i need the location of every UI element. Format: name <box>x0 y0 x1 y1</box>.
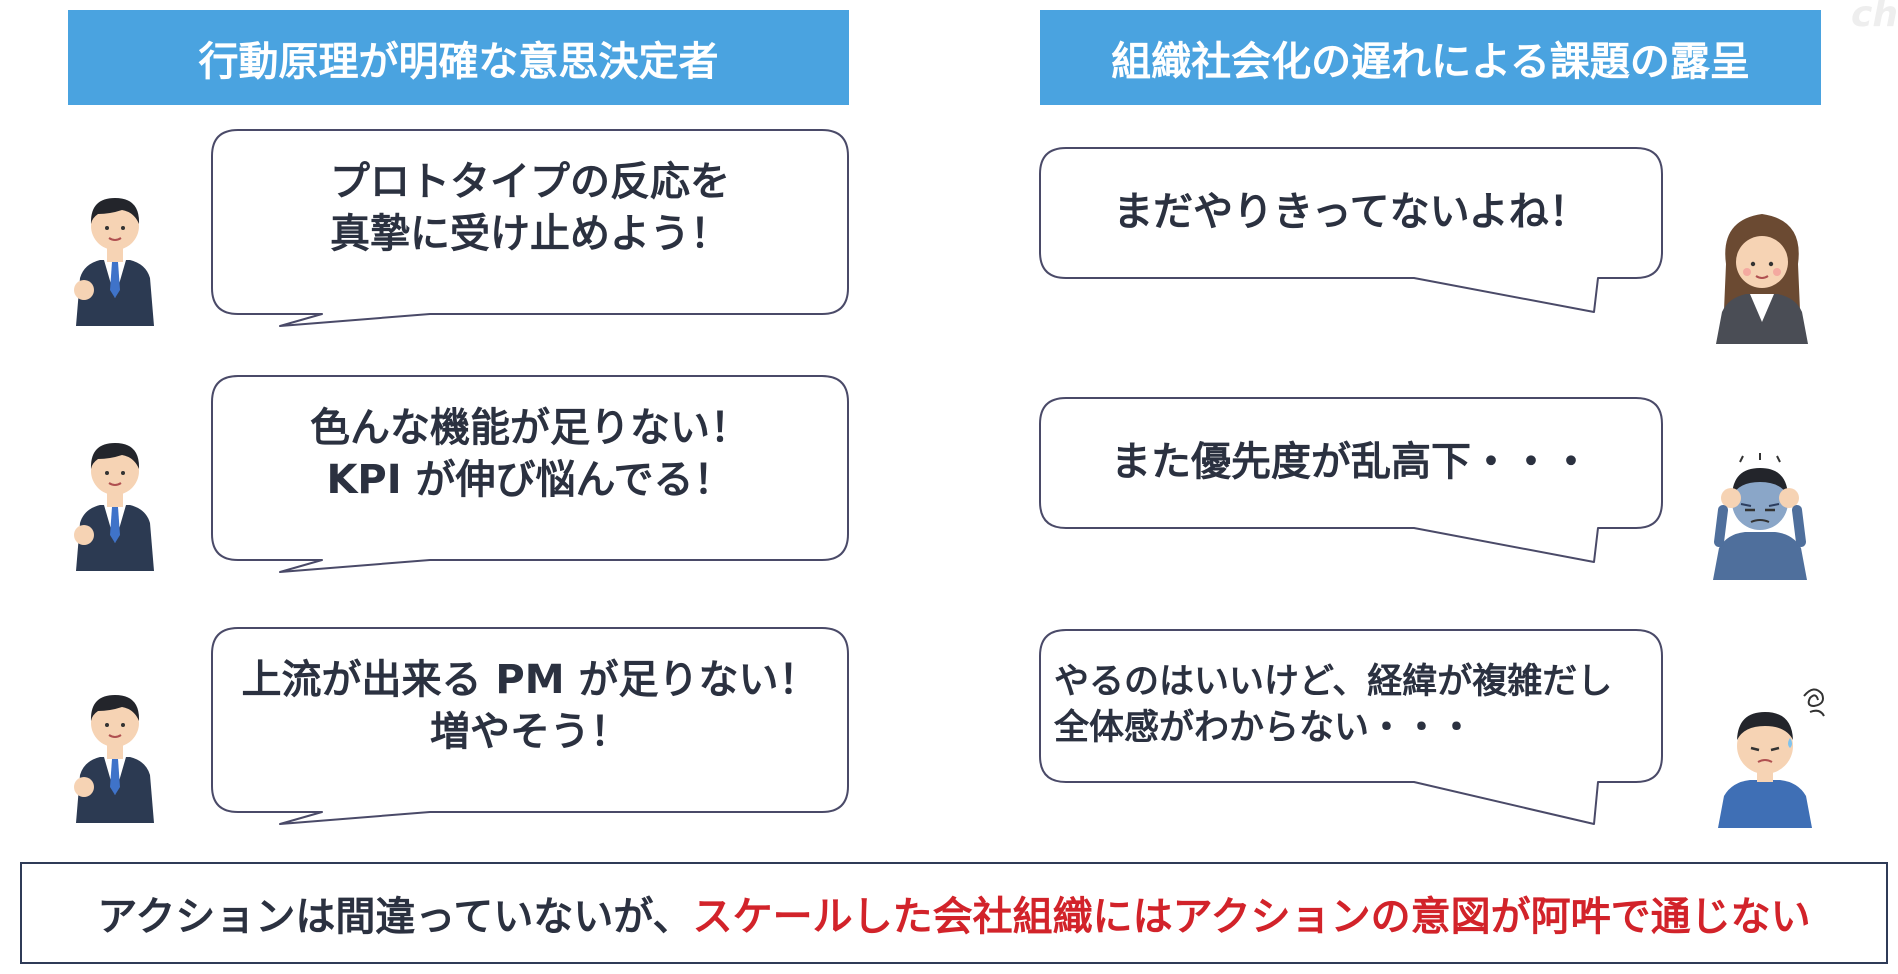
speech-bubble-left-1 <box>211 129 849 327</box>
bubble-text-right-2: また優先度が乱高下・・・ <box>1040 398 1662 526</box>
businessman-icon <box>74 198 154 326</box>
bubble-text-left-1: プロトタイプの反応を 真摯に受け止めよう！ <box>212 130 848 286</box>
right-column-header: 組織社会化の遅れによる課題の露呈 <box>1040 10 1821 105</box>
speech-bubble-left-2 <box>211 375 849 573</box>
bubble-text-right-1: まだやりきってないよね！ <box>1040 148 1662 276</box>
bubble-line: また優先度が乱高下・・・ <box>1111 439 1591 485</box>
watermark-text: ch <box>1851 0 1898 35</box>
bubble-line: やるのはいいけど、経緯が複雑だし <box>1054 662 1613 702</box>
bubble-text-left-2: 色んな機能が足りない！ KPI が伸び悩んでる！ <box>212 376 848 532</box>
headache-man-icon <box>1713 453 1807 580</box>
bubble-line: プロトタイプの反応を <box>330 159 730 205</box>
bubble-line: 色んな機能が足りない！ <box>310 405 750 451</box>
speech-bubble-right-1 <box>1039 147 1663 313</box>
speech-bubble-right-2 <box>1039 397 1663 563</box>
bubble-line: 上流が出来る PM が足りない！ <box>241 657 819 703</box>
confused-man-icon <box>1718 688 1825 828</box>
bubble-line: 増やそう！ <box>430 709 630 755</box>
bubble-line: 真摯に受け止めよう！ <box>330 211 730 257</box>
businessman-icon <box>74 695 154 823</box>
bubble-text-right-3: やるのはいいけど、経緯が複雑だし 全体感がわからない・・・ <box>1054 630 1654 780</box>
bubble-line: 全体感がわからない・・・ <box>1054 708 1475 748</box>
businessman-icon <box>74 443 154 571</box>
bubble-text-left-3: 上流が出来る PM が足りない！ 増やそう！ <box>212 628 848 784</box>
speech-bubble-left-3 <box>211 627 849 825</box>
bubble-line: まだやりきってないよね！ <box>1113 189 1589 235</box>
bubble-line: KPI が伸び悩んでる！ <box>326 457 734 503</box>
conclusion-highlight-text: スケールした会社組織にはアクションの意図が阿吽で通じない <box>692 894 1811 940</box>
woman-icon <box>1716 214 1808 344</box>
conclusion-normal-text: アクションは間違っていないが、 <box>97 894 693 940</box>
speech-bubble-right-3 <box>1039 629 1663 825</box>
left-column-header: 行動原理が明確な意思決定者 <box>68 10 849 105</box>
conclusion-box: アクションは間違っていないが、スケールした会社組織にはアクションの意図が阿吽で通… <box>20 862 1888 964</box>
